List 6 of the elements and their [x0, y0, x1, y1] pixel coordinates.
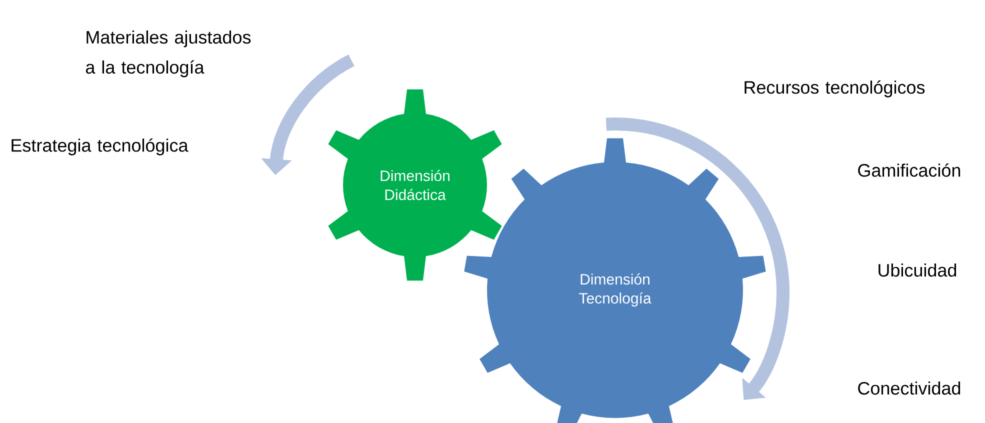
- label-text: Estrategia tecnológica: [12, 138, 188, 156]
- label-text: Recursos tecnológicos: [744, 80, 925, 98]
- label-text: Ubicuidad: [878, 263, 956, 277]
- label-text: Materiales ajustados a la tecnología: [86, 30, 251, 78]
- label-text: Gamificación: [858, 163, 960, 177]
- label-text: Conectividad: [858, 381, 960, 395]
